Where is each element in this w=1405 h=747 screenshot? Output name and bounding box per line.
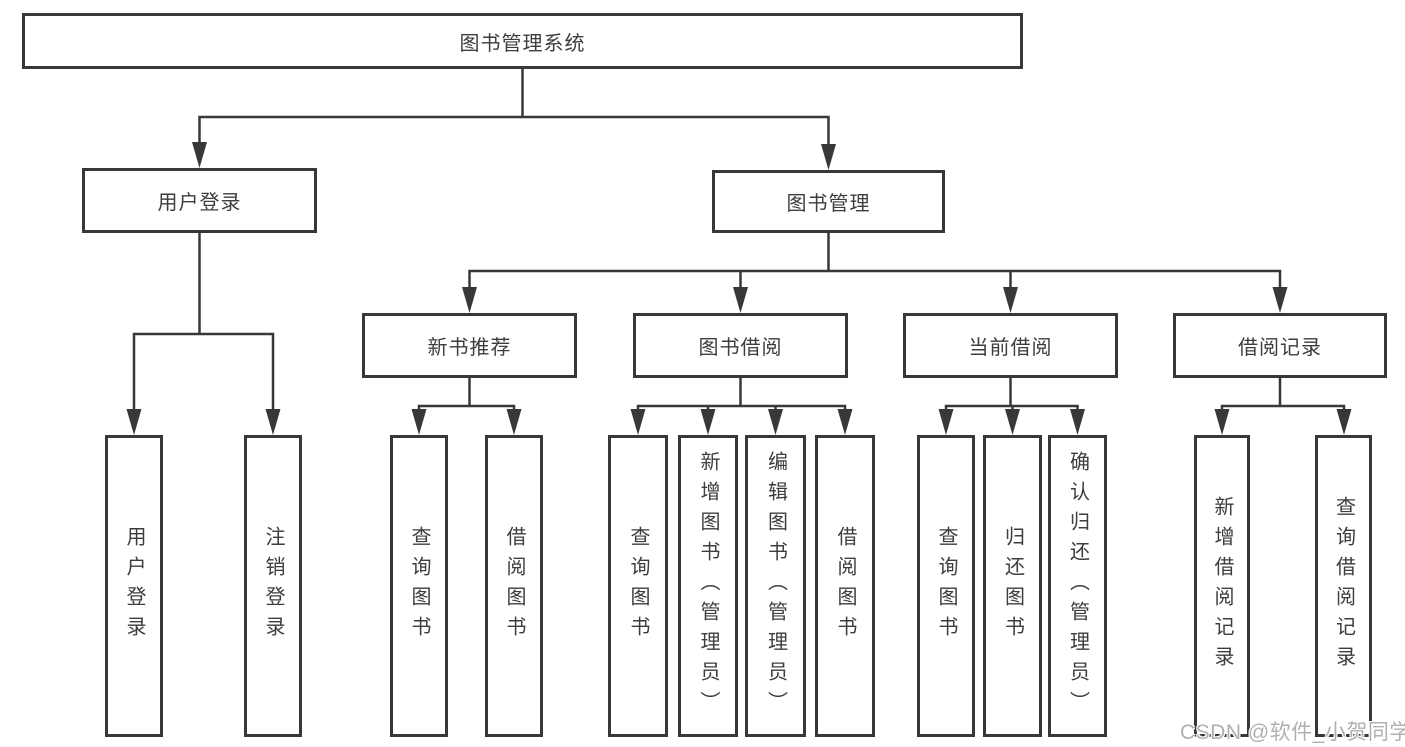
leaf-add-book-admin: 新增图书（管理员） [678,435,738,737]
leaf-label: 借阅图书 [834,526,856,646]
node-label: 当前借阅 [968,337,1053,359]
node-label: 图书管理系统 [459,32,586,55]
leaf-label: 新增借阅记录 [1211,496,1233,676]
leaf-label: 查询图书 [627,526,649,646]
arrowhead-icons [126,142,1352,435]
leaf-query-books-current: 查询图书 [917,435,975,737]
node-user-login: 用户登录 [82,168,317,233]
leaf-label: 归还图书 [1001,526,1024,646]
leaf-query-books-borrow: 查询图书 [608,435,668,737]
leaf-label: 确认归还（管理员） [1066,451,1089,721]
leaf-label: 查询图书 [408,526,430,646]
leaf-label: 注销登录 [262,526,284,646]
leaf-add-borrow-record: 新增借阅记录 [1194,435,1250,737]
leaf-query-books-recommend: 查询图书 [390,435,448,737]
leaf-confirm-return-admin: 确认归还（管理员） [1048,435,1107,737]
leaf-label: 查询图书 [935,526,957,646]
node-root-system: 图书管理系统 [22,13,1023,69]
leaf-label: 编辑图书（管理员） [764,451,787,721]
node-label: 新书推荐 [427,337,512,359]
leaf-label: 用户登录 [123,526,145,646]
node-borrow-records: 借阅记录 [1173,313,1387,378]
leaf-logout: 注销登录 [244,435,302,737]
node-book-management: 图书管理 [712,170,945,233]
leaf-return-book: 归还图书 [983,435,1042,737]
node-label: 借阅记录 [1238,337,1322,359]
node-label: 图书借阅 [698,337,783,359]
leaf-edit-book-admin: 编辑图书（管理员） [745,435,806,737]
leaf-label: 借阅图书 [503,526,525,646]
node-new-book-recommend: 新书推荐 [362,313,577,378]
node-label: 用户登录 [157,192,242,214]
leaf-label: 查询借阅记录 [1332,496,1355,676]
leaf-borrow-books-recommend: 借阅图书 [485,435,543,737]
leaf-query-borrow-record: 查询借阅记录 [1315,435,1372,737]
node-current-borrow: 当前借阅 [903,313,1118,378]
leaf-label: 新增图书（管理员） [697,451,719,721]
node-label: 图书管理 [786,193,871,215]
leaf-user-login: 用户登录 [105,435,163,737]
watermark: CSDN @软件_小贺同学 [1180,721,1405,744]
node-book-borrow: 图书借阅 [633,313,848,378]
leaf-borrow-books: 借阅图书 [815,435,875,737]
